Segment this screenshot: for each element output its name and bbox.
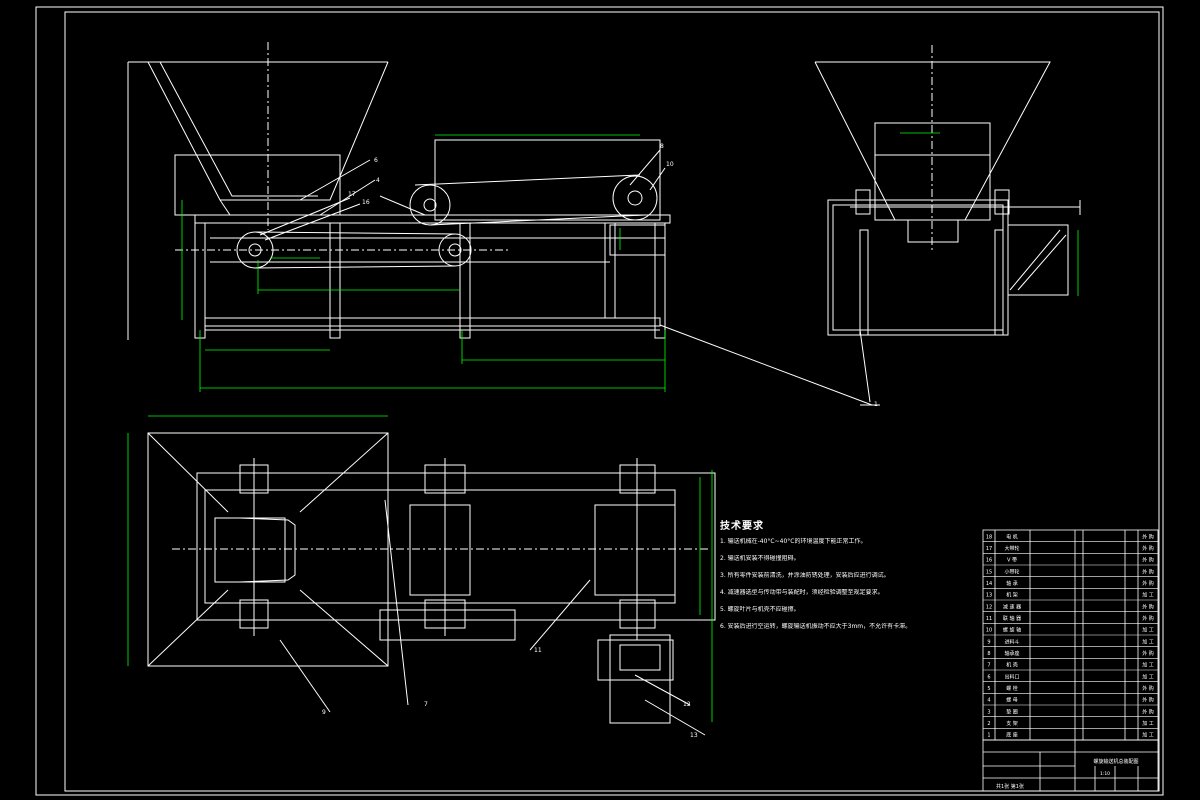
parts-row-note: 外 购 [1142, 708, 1154, 715]
callout-11: 11 [534, 647, 542, 654]
parts-row-no: 13 [986, 593, 992, 599]
parts-row-name: 底 座 [1006, 732, 1018, 739]
parts-row-no: 12 [986, 604, 992, 610]
parts-row-no: 1 [987, 733, 990, 739]
parts-row-note: 加 工 [1142, 592, 1154, 599]
technical-requirements: 技术要求 1. 输送机械在-40°C~40°C的环境温度下能正常工作。 2. 输… [720, 517, 980, 640]
parts-row-no: 16 [986, 558, 992, 564]
parts-row-no: 9 [987, 639, 990, 645]
parts-row-no: 10 [986, 628, 992, 634]
callout-7: 7 [424, 701, 428, 708]
parts-row-note: 加 工 [1142, 673, 1154, 680]
parts-row-note: 加 工 [1142, 662, 1154, 669]
parts-row-no: 8 [987, 651, 990, 657]
parts-row-name: 螺 旋 轴 [1003, 627, 1021, 634]
parts-row-name: 进料斗 [1004, 638, 1019, 645]
parts-row-note: 外 购 [1142, 580, 1154, 587]
side-view-dims [900, 132, 1079, 296]
callout-13: 13 [690, 732, 698, 739]
parts-row-name: 螺 栓 [1006, 685, 1018, 692]
parts-row-note: 外 购 [1142, 685, 1154, 692]
parts-row-name: 出料口 [1004, 673, 1019, 680]
parts-row-note: 外 购 [1142, 615, 1154, 622]
parts-row-note: 加 工 [1142, 732, 1154, 739]
parts-row-name: 电 机 [1006, 533, 1018, 540]
parts-row-no: 15 [986, 569, 992, 575]
parts-row-no: 2 [987, 721, 990, 727]
callout-8: 8 [660, 143, 664, 150]
parts-row-note: 外 购 [1142, 697, 1154, 704]
parts-row-name: 联 轴 器 [1003, 615, 1021, 622]
requirement-4: 4. 减速器选型与传动带与装配时，须经检验调整至规定要求。 [720, 589, 884, 596]
callout-6: 6 [374, 157, 378, 164]
parts-row-name: 减 速 器 [1003, 603, 1021, 610]
title-block [982, 739, 1159, 792]
parts-row-name: 轴承座 [1004, 650, 1019, 657]
callout-12: 12 [683, 701, 691, 708]
parts-row-note: 外 购 [1142, 545, 1154, 552]
requirement-5: 5. 螺旋叶片与机壳不应碰擦。 [720, 606, 800, 613]
outer-border [35, 6, 1164, 796]
parts-row-name: 螺 母 [1006, 697, 1018, 704]
side-view [814, 45, 1081, 403]
parts-row-no: 18 [986, 534, 992, 540]
parts-row-note: 加 工 [1142, 720, 1154, 727]
parts-row-no: 6 [987, 674, 990, 680]
callout-17: 17 [348, 191, 356, 198]
plan-view [147, 432, 716, 736]
parts-row-note: 外 购 [1142, 603, 1154, 610]
parts-row-note: 加 工 [1142, 638, 1154, 645]
parts-row-note: 外 购 [1142, 557, 1154, 564]
parts-row-name: 小带轮 [1004, 568, 1019, 575]
callout-4: 4 [376, 177, 380, 184]
parts-row-name: 机 壳 [1006, 662, 1018, 669]
parts-row-name: 轴 承 [1006, 580, 1018, 587]
parts-row-name: 机 架 [1006, 592, 1018, 599]
parts-row-no: 14 [986, 581, 992, 587]
parts-row-name: V 带 [1007, 558, 1017, 564]
callout-16: 16 [362, 199, 370, 206]
parts-row-no: 7 [987, 663, 990, 669]
parts-row-name: 支 架 [1006, 720, 1018, 727]
parts-row-note: 外 购 [1142, 650, 1154, 657]
callout-9: 9 [322, 709, 326, 716]
title-block-sheet: 共1张 第1张 [996, 783, 1024, 790]
parts-row-no: 11 [986, 616, 992, 622]
title-block-scale: 1:10 [1100, 771, 1110, 777]
requirement-1: 1. 输送机械在-40°C~40°C的环境温度下能正常工作。 [720, 538, 867, 545]
technical-requirements-title: 技术要求 [720, 521, 764, 532]
title-block-name: 螺旋输送机总装配图 [1093, 758, 1138, 765]
requirement-2: 2. 输送机安装不得碰撞阻碍。 [720, 555, 800, 562]
parts-row-no: 4 [987, 698, 990, 704]
parts-row-no: 17 [986, 546, 992, 552]
inner-border [64, 11, 1160, 792]
front-elevation-dims [181, 134, 666, 392]
parts-row-name: 垫 圈 [1006, 708, 1018, 715]
leader-1 [659, 324, 873, 406]
parts-row-note: 外 购 [1142, 568, 1154, 575]
callout-1: 1 [874, 401, 878, 408]
parts-row-no: 5 [987, 686, 990, 692]
requirement-6: 6. 安装后进行空运转，螺旋输送机振动不应大于3mm，不允许有卡滞。 [720, 623, 912, 630]
parts-row-name: 大带轮 [1004, 545, 1019, 552]
requirement-3: 3. 所有零件安装前清洗，并涂油防锈处理，安装后应进行调试。 [720, 572, 890, 579]
parts-row-no: 3 [987, 709, 990, 715]
front-elevation-view [127, 42, 671, 340]
parts-row-note: 加 工 [1142, 627, 1154, 634]
plan-view-dims [127, 415, 713, 722]
callout-10: 10 [666, 161, 674, 168]
parts-row-note: 外 购 [1142, 533, 1154, 540]
